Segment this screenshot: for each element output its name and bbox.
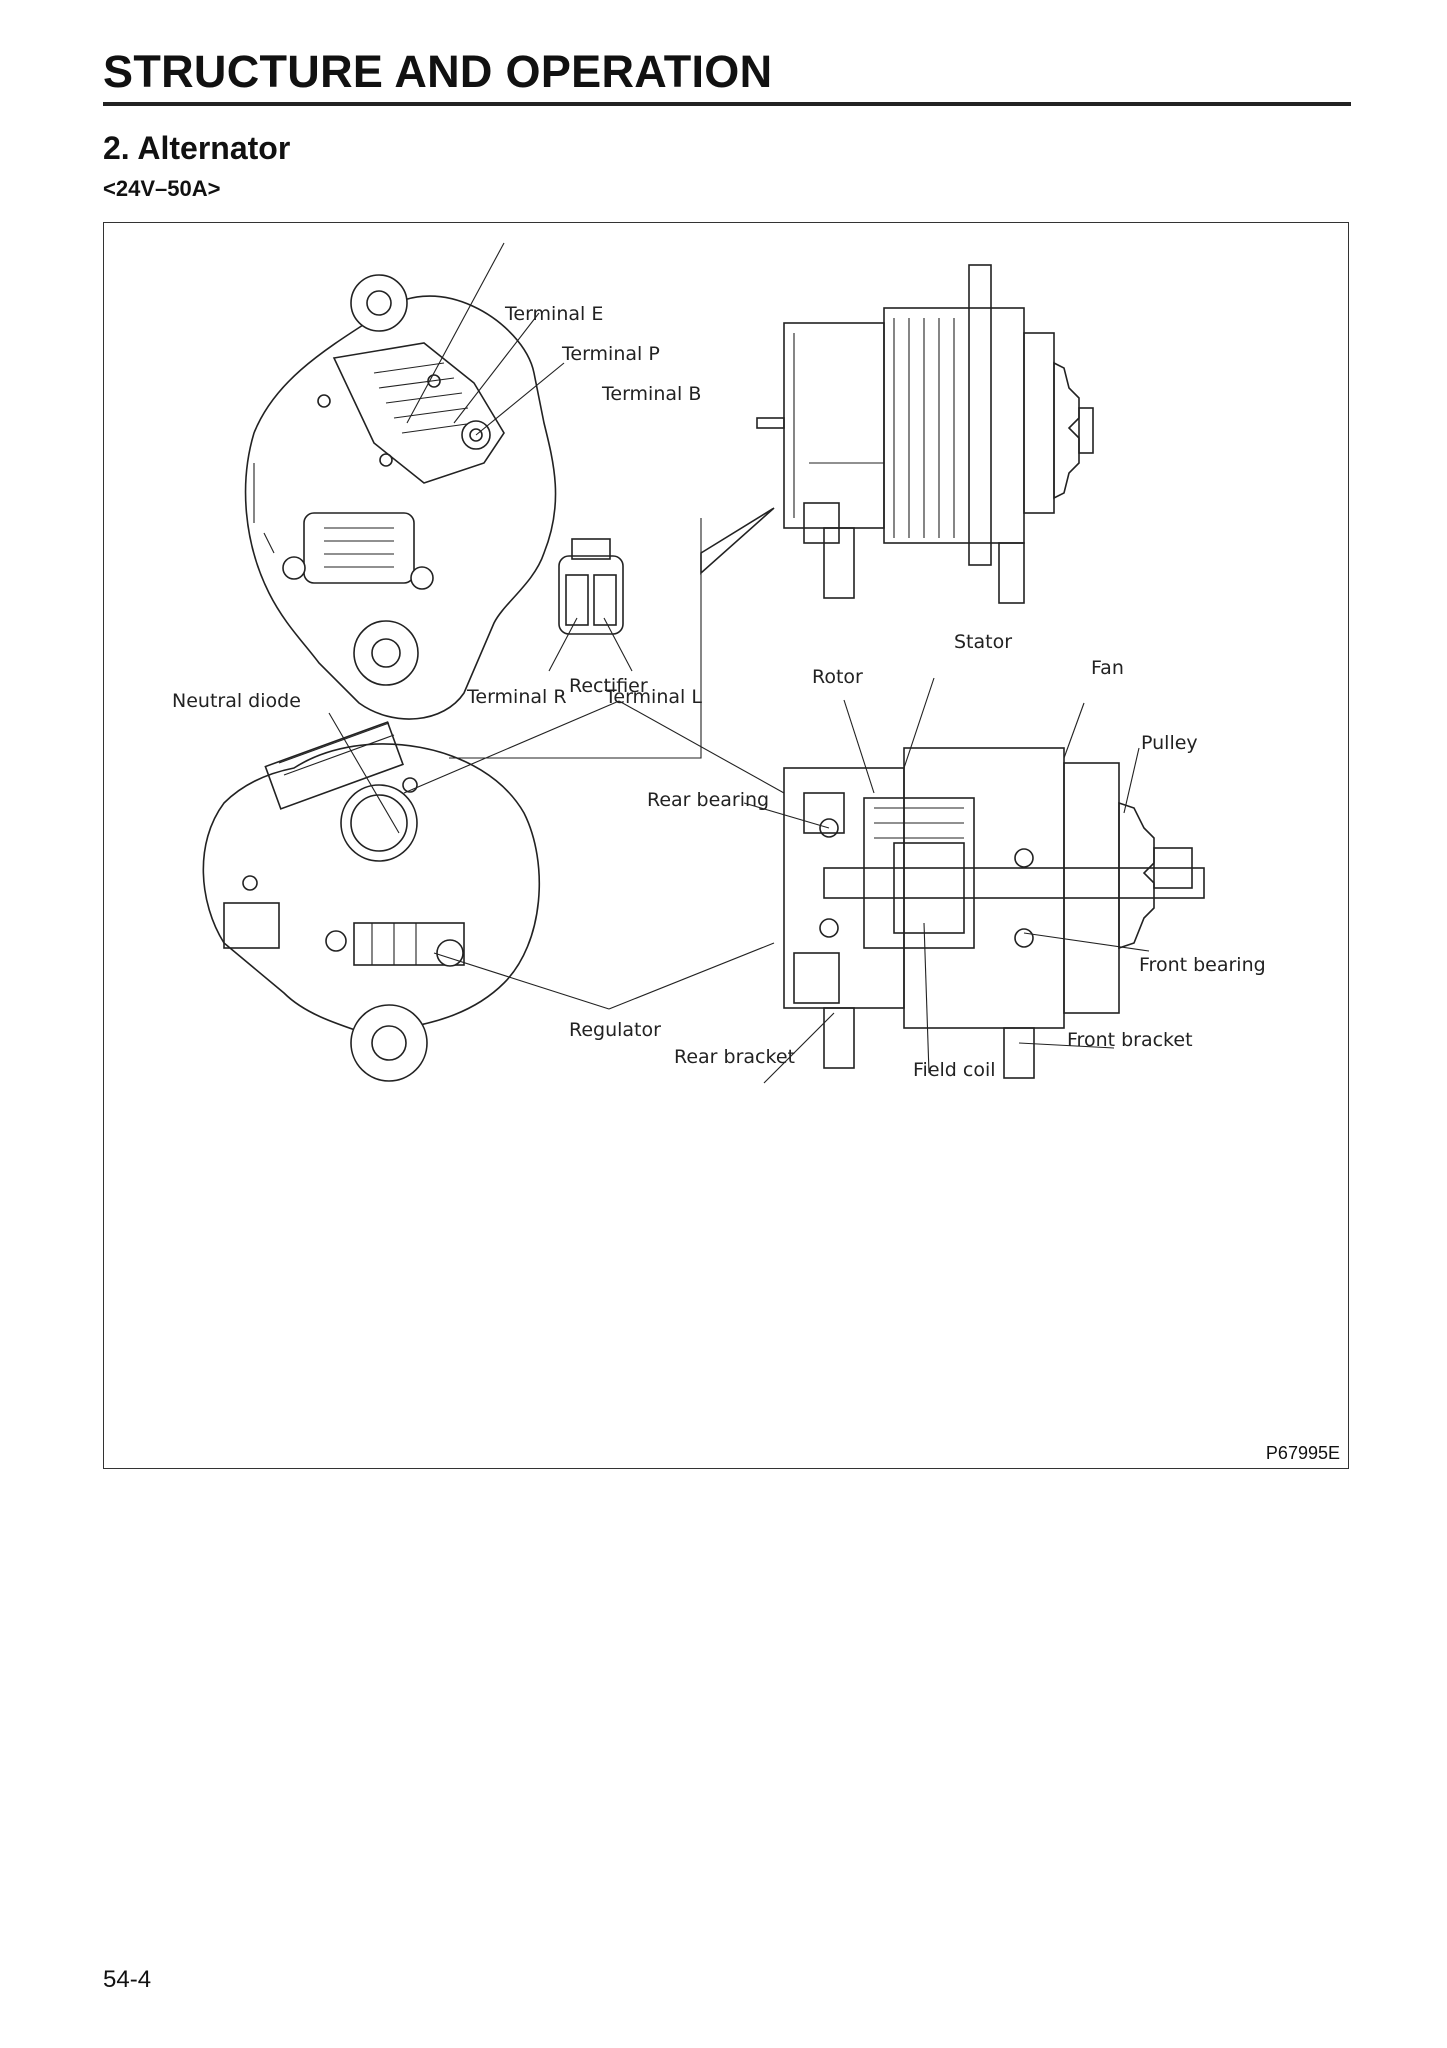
- side-view-drawing: [756, 264, 1094, 604]
- label-terminal-e: Terminal E: [504, 303, 603, 325]
- label-terminal-p: Terminal P: [561, 343, 660, 365]
- section-title: 2. Alternator: [103, 130, 291, 166]
- figure-code: P67995E: [1265, 1443, 1340, 1463]
- alternator-diagram: Terminal E Terminal P Terminal B Termina…: [172, 242, 1266, 1084]
- connector-inset: [449, 507, 775, 759]
- page-title: STRUCTURE AND OPERATION: [103, 46, 773, 97]
- page-number: 54-4: [103, 1966, 152, 1993]
- rear-view-drawing: [244, 274, 557, 720]
- upper-mount-eye: [350, 274, 408, 332]
- label-front-bracket: Front bracket: [1067, 1029, 1193, 1051]
- page-header: STRUCTURE AND OPERATION: [103, 46, 1351, 106]
- section-subtitle: <24V–50A>: [103, 176, 221, 201]
- label-front-bearing: Front bearing: [1139, 954, 1266, 976]
- label-neutral-diode: Neutral diode: [172, 690, 301, 712]
- label-rotor: Rotor: [812, 666, 863, 688]
- label-regulator: Regulator: [569, 1019, 661, 1041]
- label-terminal-b: Terminal B: [601, 383, 701, 405]
- lower-mount-eye: [353, 620, 419, 686]
- label-stator: Stator: [954, 631, 1012, 653]
- label-pulley: Pulley: [1141, 732, 1198, 754]
- label-terminal-r: Terminal R: [466, 686, 567, 708]
- internal-rear-view-drawing: [202, 721, 541, 1082]
- label-rear-bearing: Rear bearing: [647, 789, 769, 811]
- alternator-figure: Terminal E Terminal P Terminal B Termina…: [103, 222, 1349, 1469]
- label-rear-bracket: Rear bracket: [674, 1046, 795, 1068]
- label-fan: Fan: [1091, 657, 1124, 679]
- label-field-coil: Field coil: [913, 1059, 996, 1081]
- label-rectifier: Rectifier: [569, 675, 648, 697]
- label-terminal-l: Terminal L: [604, 686, 702, 708]
- cross-section-drawing: [783, 747, 1205, 1079]
